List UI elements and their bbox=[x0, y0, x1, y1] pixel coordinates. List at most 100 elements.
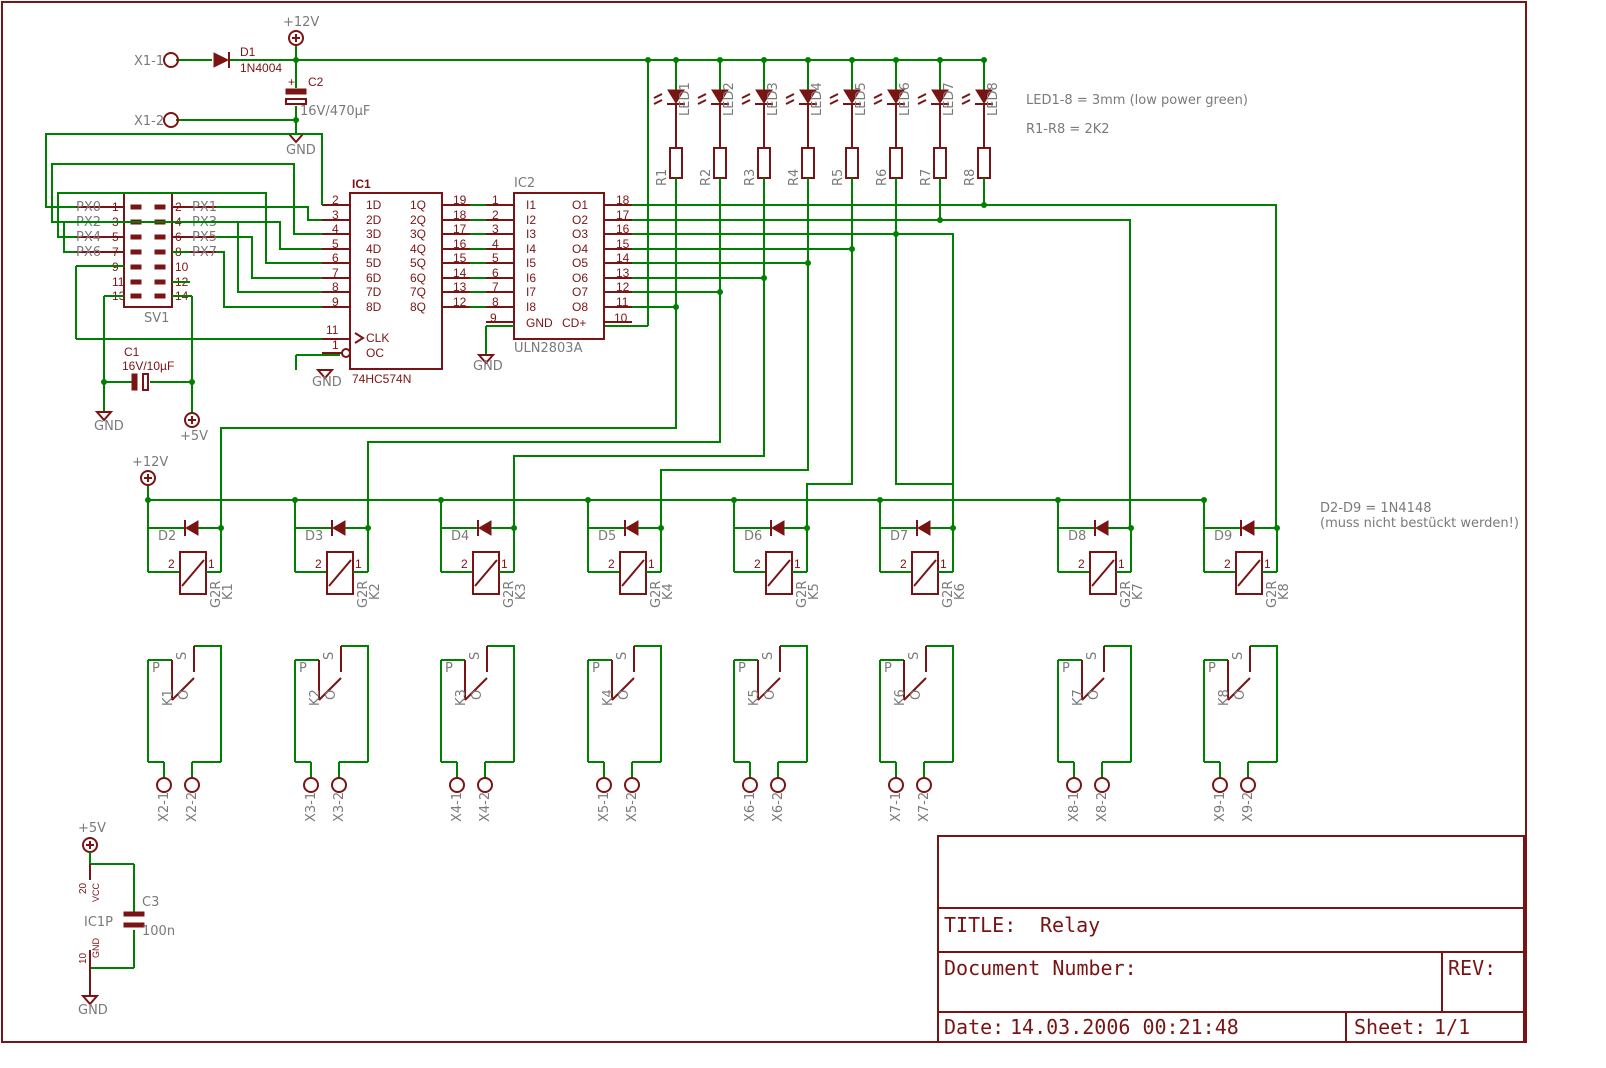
terminal-icon bbox=[1094, 777, 1110, 793]
relay-type: G2R bbox=[356, 581, 371, 608]
sv1-pin-right: 10 bbox=[175, 260, 189, 274]
switch-o: O bbox=[909, 690, 924, 700]
svg-text:+: + bbox=[288, 75, 295, 89]
ic1-d-label: 2D bbox=[366, 213, 382, 227]
terminal-icon bbox=[888, 777, 904, 793]
v5-c1-label: +5V bbox=[180, 429, 208, 444]
ic1p-gnd-label: GND bbox=[91, 938, 101, 959]
ic2-o-label: O3 bbox=[572, 227, 588, 241]
control-wire bbox=[368, 292, 721, 443]
led-icon bbox=[711, 89, 729, 104]
diode-label: D9 bbox=[1214, 529, 1232, 544]
switch-s: S bbox=[468, 652, 483, 660]
led-arrow bbox=[961, 99, 971, 105]
gnd-ic2: GND bbox=[473, 325, 514, 374]
ic1-q-label: 4Q bbox=[410, 242, 426, 256]
ic1-d-label: 7D bbox=[366, 285, 382, 299]
terminal-label: X3-1 bbox=[304, 792, 319, 822]
coil-pin: 2 bbox=[168, 557, 175, 571]
terminal-label: X6-2 bbox=[771, 792, 786, 822]
ic2-o-label: O6 bbox=[572, 271, 588, 285]
led-arrow bbox=[961, 93, 971, 99]
resistor-icon bbox=[801, 147, 815, 179]
diode-label: D2 bbox=[158, 529, 176, 544]
ic1-pin-q: 14 bbox=[453, 266, 467, 280]
terminal-icon bbox=[742, 777, 758, 793]
switch-s: S bbox=[1231, 652, 1246, 660]
rev-label: REV: bbox=[1448, 956, 1496, 980]
sv1-pin-pad bbox=[130, 234, 142, 240]
switch-label: K2 bbox=[308, 689, 323, 706]
bus-wire bbox=[216, 206, 322, 221]
ic1-pin-d: 9 bbox=[332, 295, 339, 309]
ic2-pin-o: 17 bbox=[616, 208, 630, 222]
sv1-pin-pad bbox=[130, 204, 142, 210]
ic2-cd-pin: 10 bbox=[614, 311, 628, 325]
ic1-q-label: 7Q bbox=[410, 285, 426, 299]
switch-label: K5 bbox=[747, 689, 762, 706]
switch-s: S bbox=[175, 652, 190, 660]
ic2-o-label: O5 bbox=[572, 256, 588, 270]
ic1-pin-d: 7 bbox=[332, 266, 339, 280]
ic2-pin-o: 14 bbox=[616, 251, 630, 265]
resistor-label: R7 bbox=[919, 169, 934, 186]
ic1-oc-pin: 1 bbox=[332, 338, 339, 352]
flyback-diode-icon bbox=[478, 520, 492, 536]
led-arrow bbox=[829, 99, 839, 105]
resistor-icon bbox=[889, 147, 903, 179]
relay-coil-label: K2 bbox=[368, 583, 383, 600]
contact-wire bbox=[1250, 645, 1278, 762]
ic2-gnd-pin: 9 bbox=[490, 311, 497, 325]
ic2-pin-i: 7 bbox=[492, 280, 499, 294]
resistor-label: R8 bbox=[963, 169, 978, 186]
sv1-pin-pad bbox=[154, 234, 166, 240]
coil-pin: 2 bbox=[608, 557, 615, 571]
switch-o: O bbox=[763, 690, 778, 700]
ic2-i-label: I3 bbox=[526, 227, 536, 241]
led-label: LED7 bbox=[942, 82, 957, 116]
resistor-icon bbox=[713, 147, 727, 179]
bus-wire bbox=[216, 221, 322, 250]
terminal-icon bbox=[770, 777, 786, 793]
v5-c3-label: +5V bbox=[78, 821, 106, 836]
flyback-diode-icon bbox=[1241, 520, 1255, 536]
ic2-o-label: O4 bbox=[572, 242, 588, 256]
relay-type: G2R bbox=[1119, 581, 1134, 608]
ic2-pin-i: 3 bbox=[492, 222, 499, 236]
switch-s: S bbox=[615, 652, 630, 660]
led-label: LED6 bbox=[898, 82, 913, 116]
led-arrow bbox=[873, 99, 883, 105]
terminal-label: X8-1 bbox=[1067, 792, 1082, 822]
led-arrow bbox=[917, 99, 927, 105]
relay-type: G2R bbox=[209, 581, 224, 608]
junction-dot bbox=[937, 57, 943, 63]
control-wire bbox=[940, 219, 1131, 528]
terminal-label: X8-2 bbox=[1095, 792, 1110, 822]
docnum-label: Document Number: bbox=[944, 956, 1137, 980]
resistor-label: R2 bbox=[699, 169, 714, 186]
title-value: Relay bbox=[1040, 913, 1100, 937]
capacitor-c2: + C2 16V/470µF bbox=[285, 75, 370, 119]
note-diode-1: D2-D9 = 1N4148 bbox=[1320, 501, 1432, 516]
note-res: R1-R8 = 2K2 bbox=[1026, 122, 1110, 137]
ic1-pin-q: 19 bbox=[453, 193, 467, 207]
sv1-pin-pad bbox=[130, 264, 142, 270]
diode-label: D8 bbox=[1068, 529, 1086, 544]
switch-p: P bbox=[445, 661, 453, 676]
ic1-pin-q: 17 bbox=[453, 222, 467, 236]
coil-pin: 2 bbox=[754, 557, 761, 571]
led-arrow bbox=[873, 93, 883, 99]
ic2-pin-o: 18 bbox=[616, 193, 630, 207]
terminal-label: X7-2 bbox=[917, 792, 932, 822]
ic1-name: IC1 bbox=[352, 177, 371, 191]
relay-switch-blade bbox=[757, 677, 781, 701]
sv1-label-right: PX5 bbox=[192, 230, 217, 245]
resistor-label: R3 bbox=[743, 169, 758, 186]
terminal-label: X6-1 bbox=[743, 792, 758, 822]
sv1-pin-pad bbox=[154, 264, 166, 270]
led-arrow bbox=[741, 93, 751, 99]
